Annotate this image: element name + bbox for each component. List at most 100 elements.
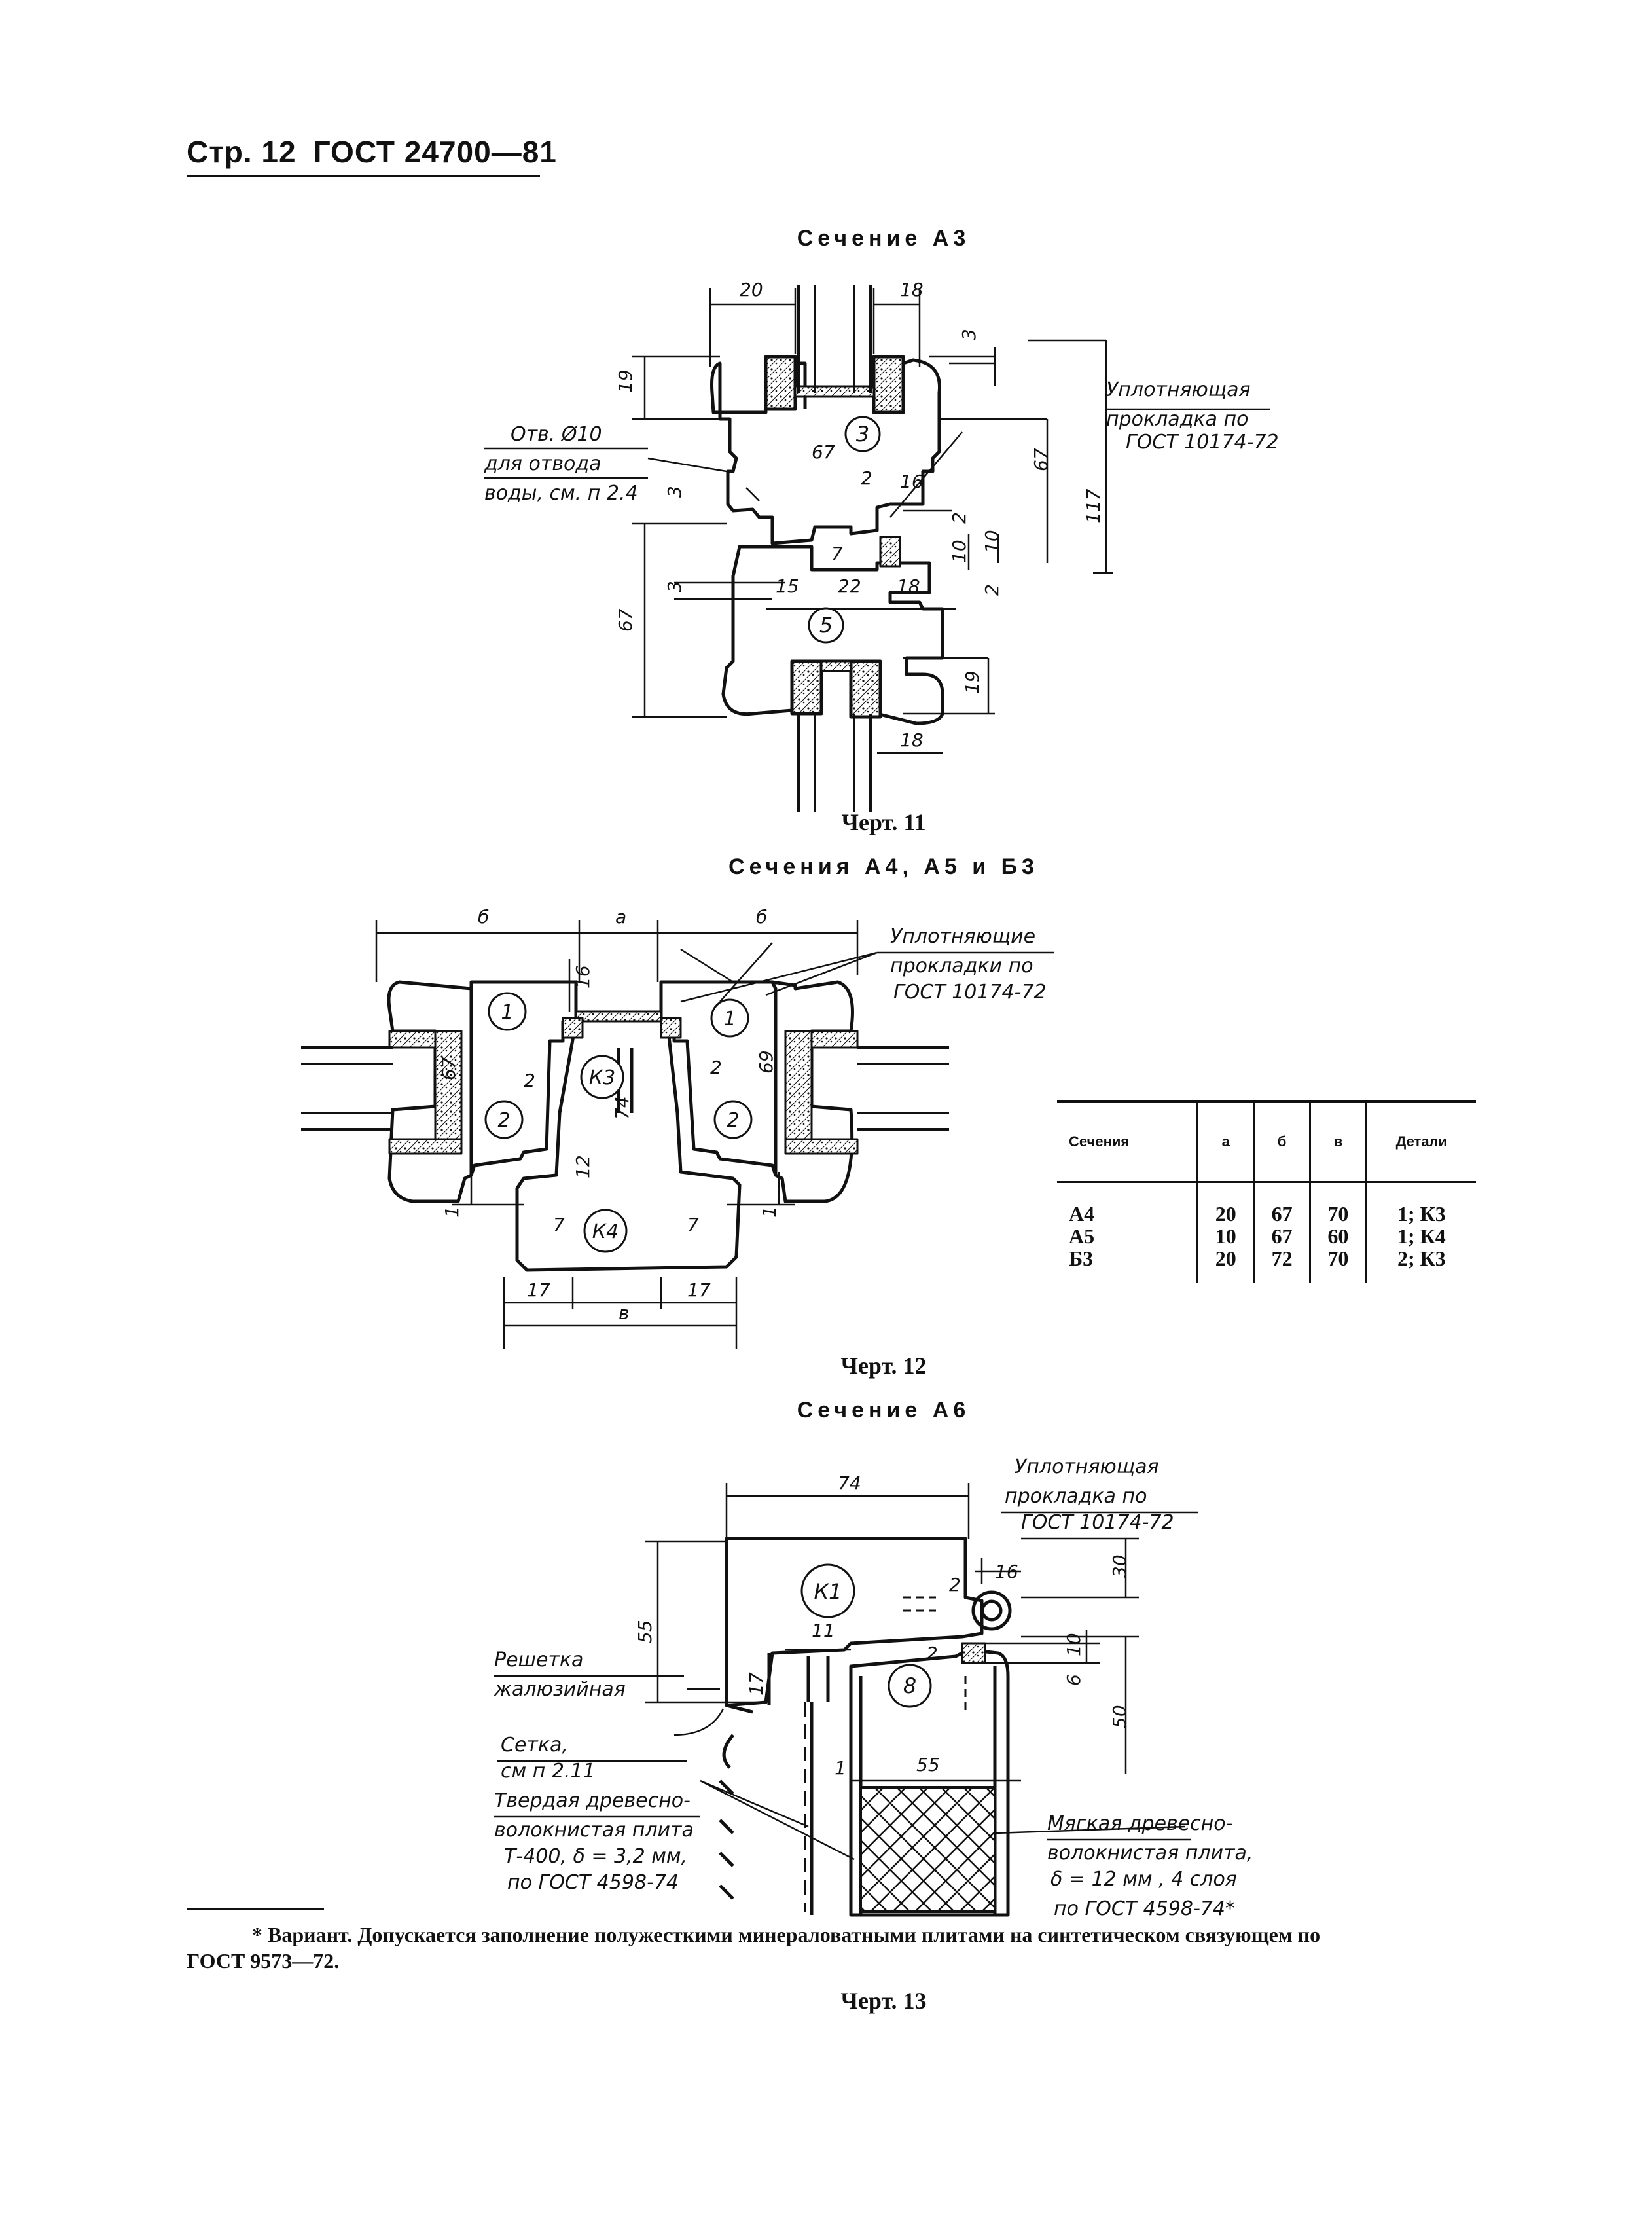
svg-text:1: 1 [759,1206,780,1218]
svg-text:для отвода: для отвода [484,452,602,475]
svg-text:Сетка,: Сетка, [501,1734,568,1757]
svg-text:2: 2 [524,1070,535,1091]
svg-text:К4: К4 [592,1220,619,1243]
svg-text:2: 2 [948,512,970,524]
svg-text:67: 67 [615,608,636,632]
svg-text:см п 2.11: см п 2.11 [501,1760,596,1783]
svg-text:2: 2 [949,1574,961,1595]
svg-text:15: 15 [776,575,799,597]
svg-text:К3: К3 [589,1066,615,1089]
fig11-drawing: 20 18 3 19 67 67 117 2 16 2 10 10 3 3 7 … [484,279,1279,812]
footnote-line-2: ГОСТ 9573—72. [187,1949,340,1973]
fig13-drawing: 74 16 2 30 55 11 2 10 6 17 50 1 55 К1 8 … [494,1455,1253,1920]
svg-text:по ГОСТ 4598-74: по ГОСТ 4598-74 [507,1871,679,1894]
table-header-row: Сечения а б в Детали [1057,1100,1476,1183]
svg-text:2: 2 [981,584,1003,596]
fig13-caption: Черт. 13 [840,1988,927,2014]
col-header: б [1253,1100,1310,1183]
svg-text:К1: К1 [814,1579,842,1604]
footnote: * Вариант. Допускается заполнение полуже… [187,1922,1561,1974]
svg-text:74: 74 [611,1096,633,1120]
standard-number: ГОСТ 24700—81 [313,135,557,169]
svg-text:55: 55 [634,1620,656,1643]
svg-text:10: 10 [981,530,1003,553]
svg-text:3: 3 [958,329,980,340]
dim: 20 [740,279,763,301]
col-header: Детали [1365,1100,1476,1183]
svg-text:б: б [478,906,489,928]
svg-text:по ГОСТ 4598-74*: по ГОСТ 4598-74* [1054,1897,1235,1920]
svg-text:Уплотняющая: Уплотняющая [1015,1455,1159,1478]
fig12-caption: Черт. 12 [840,1353,927,1379]
svg-text:жалюзийная: жалюзийная [494,1678,626,1701]
svg-text:ГОСТ 10174-72: ГОСТ 10174-72 [1126,431,1279,454]
svg-text:ГОСТ 10174-72: ГОСТ 10174-72 [893,981,1047,1004]
svg-text:1: 1 [441,1206,463,1218]
footnote-line-1: * Вариант. Допускается заполнение полуже… [252,1923,1321,1946]
col-header: а [1196,1100,1254,1183]
svg-text:3: 3 [664,581,685,592]
svg-text:19: 19 [615,369,636,393]
svg-text:67: 67 [812,441,835,463]
svg-text:δ = 12 мм , 4 слоя: δ = 12 мм , 4 слоя [1050,1868,1237,1891]
svg-text:22: 22 [838,575,861,597]
svg-text:Уплотняющая: Уплотняющая [1106,378,1251,401]
svg-text:Твердая древесно-: Твердая древесно- [494,1789,691,1812]
svg-text:Мягкая древесно-: Мягкая древесно- [1047,1812,1232,1835]
svg-text:17: 17 [745,1672,767,1696]
fig11-title: Сечение А3 [797,226,971,251]
col-header: Сечения [1057,1100,1198,1183]
svg-text:ГОСТ 10174-72: ГОСТ 10174-72 [1021,1511,1174,1534]
svg-text:воды, см. п 2.4: воды, см. п 2.4 [484,482,638,505]
svg-text:18: 18 [900,279,924,301]
svg-text:16: 16 [995,1561,1018,1582]
svg-text:74: 74 [838,1472,861,1494]
svg-text:117: 117 [1083,488,1104,524]
svg-text:прокладки по: прокладки по [890,955,1033,977]
svg-text:50: 50 [1109,1705,1130,1728]
svg-text:69: 69 [755,1050,777,1074]
svg-text:2: 2 [710,1057,722,1078]
svg-text:1: 1 [723,1008,736,1030]
svg-text:волокнистая плита: волокнистая плита [494,1819,694,1842]
svg-text:10: 10 [1063,1633,1085,1656]
svg-text:прокладка по: прокладка по [1106,408,1248,431]
svg-text:Уплотняющие: Уплотняющие [890,925,1035,948]
svg-text:2: 2 [861,467,872,489]
svg-text:7: 7 [687,1214,699,1235]
svg-text:Решетка: Решетка [494,1649,583,1671]
fig12-title: Сечения А4, А5 и Б3 [728,854,1039,879]
svg-text:17: 17 [687,1279,711,1301]
svg-text:30: 30 [1109,1554,1130,1578]
footnote-rule [187,1908,324,1910]
svg-text:б: б [756,906,767,928]
svg-text:1: 1 [501,1001,513,1024]
part-3: 3 [856,422,869,447]
svg-text:18: 18 [900,729,924,751]
svg-text:12: 12 [572,1155,594,1178]
svg-text:2: 2 [926,1643,938,1664]
svg-text:Отв. Ø10: Отв. Ø10 [511,423,602,446]
svg-text:7: 7 [553,1214,565,1235]
svg-text:11: 11 [812,1620,835,1641]
fig13-title: Сечение А6 [797,1398,971,1423]
fig11-caption: Черт. 11 [841,809,926,835]
col-header: в [1308,1100,1367,1183]
svg-text:прокладка по: прокладка по [1005,1485,1147,1508]
svg-text:19: 19 [961,670,983,694]
svg-text:6: 6 [1063,1674,1085,1686]
svg-text:а: а [615,906,626,928]
svg-text:в: в [619,1302,630,1324]
svg-text:67: 67 [438,1057,459,1080]
svg-text:7: 7 [831,543,843,564]
header-rule [187,175,540,177]
svg-text:16: 16 [572,965,594,989]
svg-text:2: 2 [727,1109,739,1132]
svg-text:волокнистая плита,: волокнистая плита, [1047,1842,1253,1865]
svg-text:8: 8 [903,1673,916,1698]
